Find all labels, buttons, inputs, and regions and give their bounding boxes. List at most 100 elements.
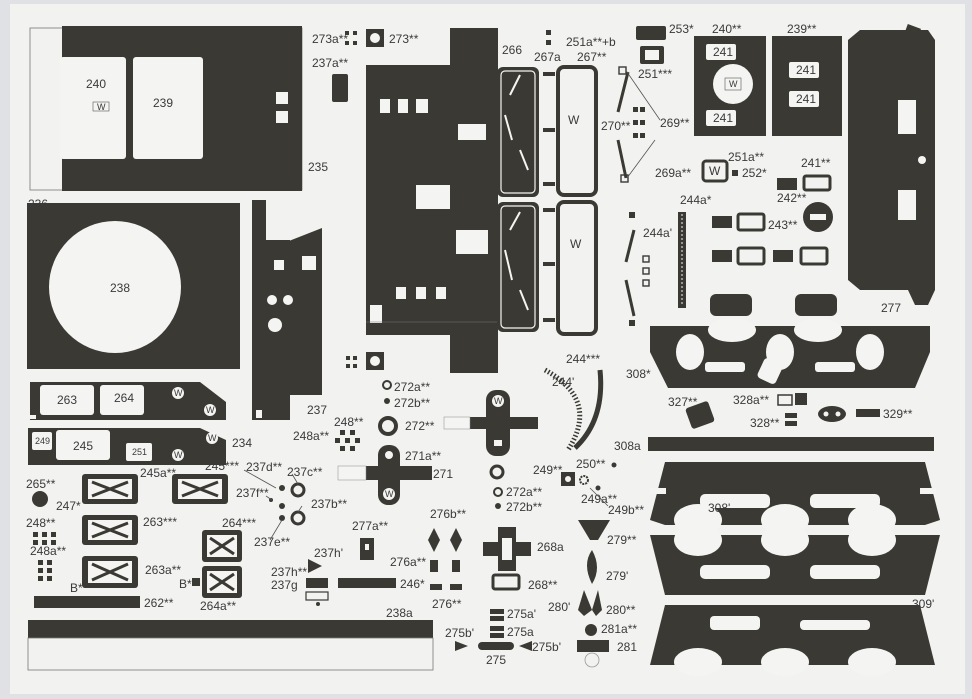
label-242: 242** [777, 191, 807, 205]
label-241-d: 241 [796, 92, 816, 106]
part-273a-dots [345, 31, 357, 45]
label-248: 248** [334, 415, 364, 429]
label-252: 252* [742, 166, 767, 180]
label-328a: 328a** [733, 393, 769, 407]
part-308a [648, 437, 934, 451]
label-237f: 237f** [236, 486, 269, 500]
label-246: 246* [400, 577, 425, 591]
part-238 [27, 203, 240, 369]
part-w-bracket [443, 390, 538, 456]
part-240-panel [694, 36, 766, 136]
part-253 [636, 26, 666, 40]
label-265: 265** [26, 477, 56, 491]
label-b-1: B* [70, 581, 83, 595]
label-268a: 268a [537, 540, 564, 554]
label-248a: 248a** [293, 429, 329, 443]
part-327 [685, 401, 715, 429]
part-244-rods [624, 212, 650, 326]
part-239-panel [772, 36, 842, 136]
part-262 [34, 596, 140, 608]
part-238a [28, 620, 433, 638]
label-251a: 251a** [728, 150, 764, 164]
part-248-b [33, 532, 56, 545]
label-281: 281 [617, 640, 637, 654]
label-237a: 237a** [312, 56, 348, 70]
label-277a: 277a** [352, 519, 388, 533]
label-251xx: 251*** [638, 67, 672, 81]
label-276a: 276a** [390, 555, 426, 569]
part-272a [382, 380, 392, 390]
label-279: 279** [607, 533, 637, 547]
label-271a: 271a** [405, 449, 441, 463]
part-271 [337, 445, 432, 505]
part-280 [578, 590, 602, 616]
label-251-box: 251 [132, 447, 147, 457]
part-247-frame [82, 474, 138, 504]
label-273: 273** [389, 32, 419, 46]
part-237h [305, 559, 329, 606]
label-275a: 275a [507, 625, 534, 639]
label-w-4: W [729, 79, 738, 89]
label-w-8: W [174, 450, 183, 460]
label-263: 263 [57, 393, 77, 407]
label-w-3: W [570, 237, 582, 251]
label-277: 277 [881, 301, 901, 315]
part-309 [650, 524, 940, 595]
label-267a: 267a [534, 50, 561, 64]
label-269: 269** [660, 116, 690, 130]
part-251a [701, 159, 729, 183]
part-245a-frame [172, 474, 228, 504]
part-309p [650, 605, 935, 676]
label-237g: 237g [271, 578, 298, 592]
label-253: 253* [669, 22, 694, 36]
label-272b: 272b** [394, 396, 430, 410]
label-244ap: 244a' [643, 226, 672, 240]
label-267: 267** [577, 50, 607, 64]
label-244p: 244' [552, 375, 574, 389]
part-281a [585, 624, 597, 636]
label-244xx: 244*** [566, 352, 600, 366]
part-270-rods [616, 66, 661, 183]
label-275: 275 [486, 653, 506, 667]
label-272a-2: 272a** [506, 485, 542, 499]
label-276: 276** [432, 597, 462, 611]
part-266-grilles [497, 67, 539, 332]
label-275bp: 275b' [532, 640, 561, 654]
part-248a-b [38, 560, 52, 581]
label-272: 272** [405, 419, 435, 433]
part-263a-frame [82, 556, 138, 588]
label-273a: 273a** [312, 32, 348, 46]
label-264x: 264*** [222, 516, 256, 530]
label-245a: 245a** [140, 466, 176, 480]
part-263-264-strip [30, 382, 226, 420]
part-dots-left [346, 356, 357, 368]
part-237a [332, 74, 348, 102]
part-264a-frame [192, 566, 242, 598]
label-281a: 281a** [601, 622, 637, 636]
label-237h: 237h** [271, 565, 307, 579]
part-244a-strip [678, 212, 686, 308]
part-245-strip [28, 428, 226, 465]
label-w-1: W [97, 102, 106, 112]
label-309p: 309' [912, 597, 934, 611]
label-263a: 263a** [145, 563, 181, 577]
label-239s: 239** [787, 22, 817, 36]
label-327: 327** [668, 395, 698, 409]
part-251ab [546, 30, 551, 45]
part-275 [455, 609, 532, 651]
part-272-b [489, 464, 505, 480]
label-249a: 249a** [581, 492, 617, 506]
label-309: 309* [728, 538, 753, 552]
part-279p [587, 550, 597, 584]
part-268a [483, 527, 531, 571]
part-281 [577, 640, 609, 652]
part-242 [777, 178, 797, 190]
label-272a: 272a** [394, 380, 430, 394]
label-237b: 237b** [311, 497, 347, 511]
part-243-group [712, 202, 833, 266]
part-263-frame [82, 515, 138, 545]
label-248a-2: 248a** [30, 544, 66, 558]
part-272b [384, 398, 390, 404]
